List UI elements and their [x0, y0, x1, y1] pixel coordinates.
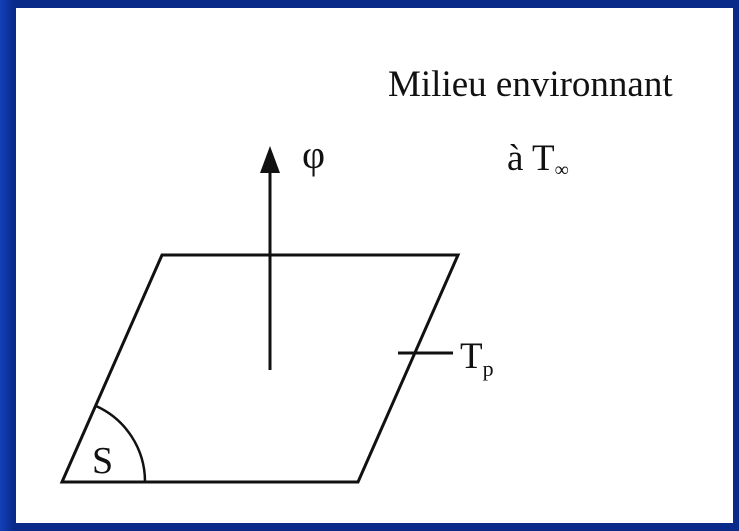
flux-label: φ [302, 132, 325, 177]
wall-temperature-subscript: p [483, 356, 494, 381]
wall-temperature-label: Tp [460, 336, 494, 381]
environment-temperature-prefix: à T [507, 138, 555, 179]
environment-temperature-subscript: ∞ [555, 159, 569, 181]
wall-temperature-symbol: T [460, 336, 483, 377]
flux-arrow-head [260, 146, 280, 173]
surface-angle-arc [95, 404, 147, 483]
diagram-svg: Milieu environnant à T∞ φ Tp S [59, 64, 673, 484]
environment-label-line2: à T∞ [507, 138, 569, 181]
surface-parallelogram [59, 253, 461, 484]
environment-label-line1: Milieu environnant [388, 64, 673, 105]
diagram-canvas: Milieu environnant à T∞ φ Tp S [16, 8, 733, 523]
surface-label: S [92, 440, 113, 482]
